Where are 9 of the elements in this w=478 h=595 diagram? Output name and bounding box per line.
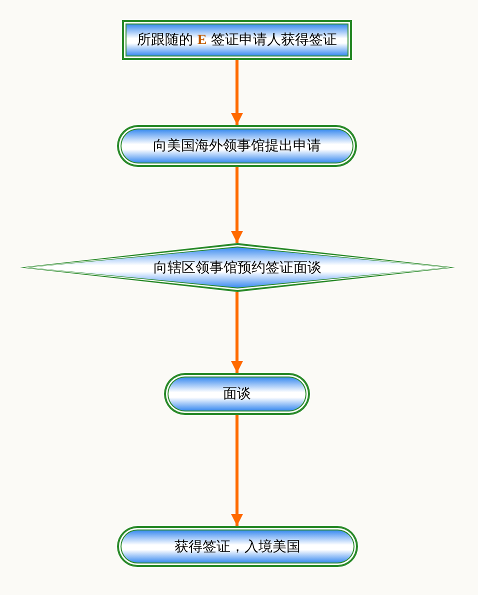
node-label: 面谈 xyxy=(223,385,251,403)
node-label: 向美国海外领事馆提出申请 xyxy=(153,137,321,155)
node-label: 所跟随的 E 签证申请人获得签证 xyxy=(136,31,338,49)
arrow xyxy=(231,60,243,125)
arrow xyxy=(231,292,243,373)
node-label: 获得签证，入境美国 xyxy=(174,538,300,556)
node-label: 向辖区领事馆预约签证面谈 xyxy=(154,258,322,276)
arrow xyxy=(231,415,243,526)
arrow xyxy=(231,167,243,243)
